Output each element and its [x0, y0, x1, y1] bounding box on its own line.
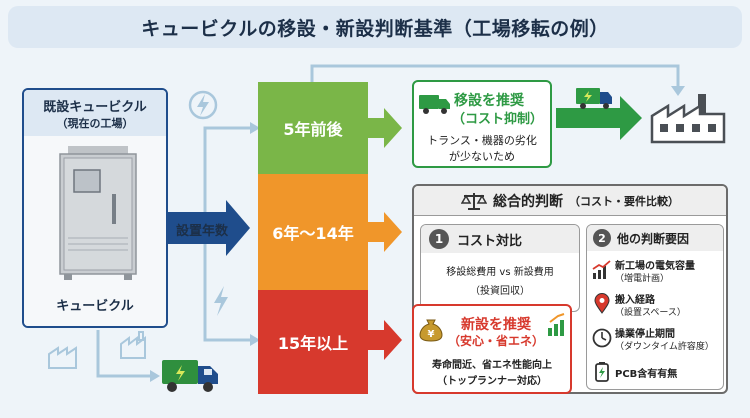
- cost-comparison-card: 1 コスト対比 移設総費用 vs 新設費用 （投資回収）: [420, 224, 580, 312]
- factor-pcb: PCB含有有無: [591, 361, 721, 385]
- existing-panel: 既設キュービクル （現在の工場） キュービクル: [22, 88, 168, 328]
- factor-route-line2: （設置スペース）: [615, 308, 686, 318]
- truck-small-icon: [419, 95, 450, 114]
- arrow-red: [368, 320, 402, 360]
- existing-heading-line2: （現在の工場）: [56, 116, 134, 130]
- existing-caption: キュービクル: [56, 299, 134, 314]
- flow-label: 設置年数: [175, 224, 228, 239]
- factor-downtime-line1: 操業停止期間: [615, 329, 675, 340]
- money-bag-icon: ¥: [419, 319, 443, 342]
- other-factors-card: 2 他の判断要因 新工場の電気容量 （増電計画） 搬入経路: [586, 224, 724, 390]
- cost-desc-line1: 移設総費用 vs 新設費用: [446, 267, 554, 278]
- factor-route: 搬入経路 （設置スペース）: [591, 291, 721, 321]
- band-5-years: 5年前後: [258, 82, 368, 174]
- growth-arrow-icon: [548, 313, 565, 336]
- factor-pcb-line1: PCB含有有無: [615, 369, 678, 380]
- factory-small-icon: [120, 331, 146, 359]
- relocate-title-line1: 移設を推奨: [454, 93, 524, 109]
- existing-body: キュービクル: [24, 136, 166, 326]
- factor-downtime-line2: （ダウンタイム許容度）: [615, 342, 714, 352]
- relocate-box: 移設を推奨 （コスト抑制） トランス・機器の劣化 が少ないため: [412, 80, 552, 168]
- relocate-title-line2: （コスト抑制）: [452, 112, 544, 127]
- factory-icon: [650, 94, 726, 144]
- lightning-icon: [214, 286, 228, 316]
- newbuild-title-line1: 新設を推奨: [461, 317, 531, 333]
- factor-route-line1: 搬入経路: [615, 295, 655, 306]
- judgment-title: 総合的判断: [493, 193, 563, 210]
- band-15-years-label: 15年以上: [277, 334, 349, 353]
- scale-icon: [461, 192, 487, 210]
- clock-icon: [592, 328, 612, 348]
- svg-text:¥: ¥: [428, 329, 435, 340]
- arrow-green: [368, 108, 402, 148]
- arrow-orange: [368, 212, 402, 252]
- cost-comparison-title: コスト対比: [457, 233, 523, 249]
- battery-icon: [595, 362, 609, 382]
- existing-heading-line1: 既設キュービクル: [43, 99, 147, 115]
- factor-capacity-line2: （増電計画）: [615, 274, 670, 284]
- factory-outline-icon: [48, 346, 77, 369]
- factor-capacity-line1: 新工場の電気容量: [615, 261, 695, 272]
- judgment-subtitle: （コスト・要件比較）: [569, 194, 679, 208]
- recycle-bolt-icon: [188, 90, 218, 120]
- existing-heading: 既設キュービクル （現在の工場）: [24, 90, 166, 136]
- relocate-desc-line1: トランス・機器の劣化: [427, 134, 537, 147]
- factor-downtime: 操業停止期間 （ダウンタイム許容度）: [591, 325, 721, 355]
- newbuild-box: ¥ 新設を推奨 （安心・省エネ） 寿命間近、省エネ性能向上 （トップランナー対応…: [412, 304, 572, 394]
- other-factors-header: 2 他の判断要因: [587, 225, 723, 251]
- band-5-years-label: 5年前後: [283, 120, 343, 139]
- judgment-header: 総合的判断 （コスト・要件比較）: [414, 186, 726, 216]
- band-6-14-years-label: 6年〜14年: [272, 224, 354, 243]
- cubicle-icon: [59, 146, 137, 280]
- factor-capacity: 新工場の電気容量 （増電計画）: [591, 257, 721, 287]
- arrow-to-factory: [556, 88, 642, 140]
- newbuild-desc-line2: （トップランナー対応）: [437, 376, 547, 387]
- cost-comparison-header: 1 コスト対比: [421, 225, 579, 253]
- newbuild-desc-line1: 寿命間近、省エネ性能向上: [432, 360, 552, 371]
- location-pin-icon: [594, 293, 610, 314]
- relocate-desc-line2: が少ないため: [449, 150, 515, 163]
- newbuild-title-line2: （安心・省エネ）: [448, 334, 545, 348]
- cost-number-badge: 1: [429, 229, 449, 249]
- band-6-14-years: 6年〜14年: [258, 174, 368, 290]
- band-15-years: 15年以上: [258, 290, 368, 394]
- truck-icon: [162, 360, 218, 392]
- other-number-badge: 2: [593, 229, 611, 247]
- growth-chart-icon: [592, 260, 611, 279]
- cost-desc-line2: （投資回収）: [470, 286, 530, 297]
- page-title: キュービクルの移設・新設判断基準（工場移転の例）: [8, 6, 742, 48]
- other-factors-title: 他の判断要因: [617, 231, 690, 246]
